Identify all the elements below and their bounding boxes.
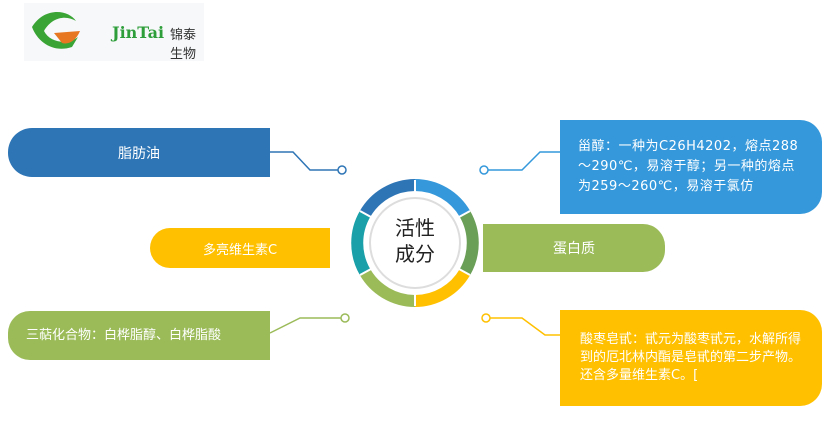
connector [270,151,338,171]
fat-oil-label: 脂肪油 [118,145,160,162]
connector [269,317,341,334]
ring-segment [414,268,471,307]
triterpene-label: 三萜化合物：白桦脂醇、白桦脂酸 [26,328,222,343]
connector-dot [479,165,489,175]
ring-segment [351,211,371,275]
protein-label: 蛋白质 [553,241,595,257]
fat-oil-box: 脂肪油 [8,128,270,177]
sterol-box: 甾醇：一种为C26H4202，熔点288～290℃，易溶于醇；另一种的熔点为25… [560,120,822,214]
vitamin-c-label: 多亮维生素C [202,242,278,258]
saponin-label: 酸枣皂甙：甙元为酸枣甙元，水解所得到的厄北林内酯是皂甙的第二步产物。还含多量维生… [580,332,802,383]
logo: JinTai 锦泰生物 [24,3,204,62]
ring-segment [459,211,479,275]
sterol-label: 甾醇：一种为C26H4202，熔点288～290℃，易溶于醇；另一种的熔点为25… [578,139,799,194]
vitamin-c-box: 多亮维生素C [150,228,330,268]
center-title: 活性 成分 [385,215,445,267]
center-line-1: 活性 [395,216,435,240]
connector [488,151,560,171]
ring-segment [414,179,471,218]
connector-dot [340,313,350,323]
triterpene-box: 三萜化合物：白桦脂醇、白桦脂酸 [8,311,270,360]
connector-dot [481,313,491,323]
saponin-box: 酸枣皂甙：甙元为酸枣甙元，水解所得到的厄北林内酯是皂甙的第二步产物。还含多量维生… [560,310,822,406]
center-line-2: 成分 [395,242,435,266]
connector [490,317,560,336]
connector-dot [337,165,347,175]
logo-name: 锦泰生物 [170,28,197,62]
protein-box: 蛋白质 [483,224,665,272]
logo-g-icon [32,11,80,49]
logo-brand: JinTai [112,23,165,42]
ring-segment [359,268,416,307]
ring-segment [359,179,416,218]
